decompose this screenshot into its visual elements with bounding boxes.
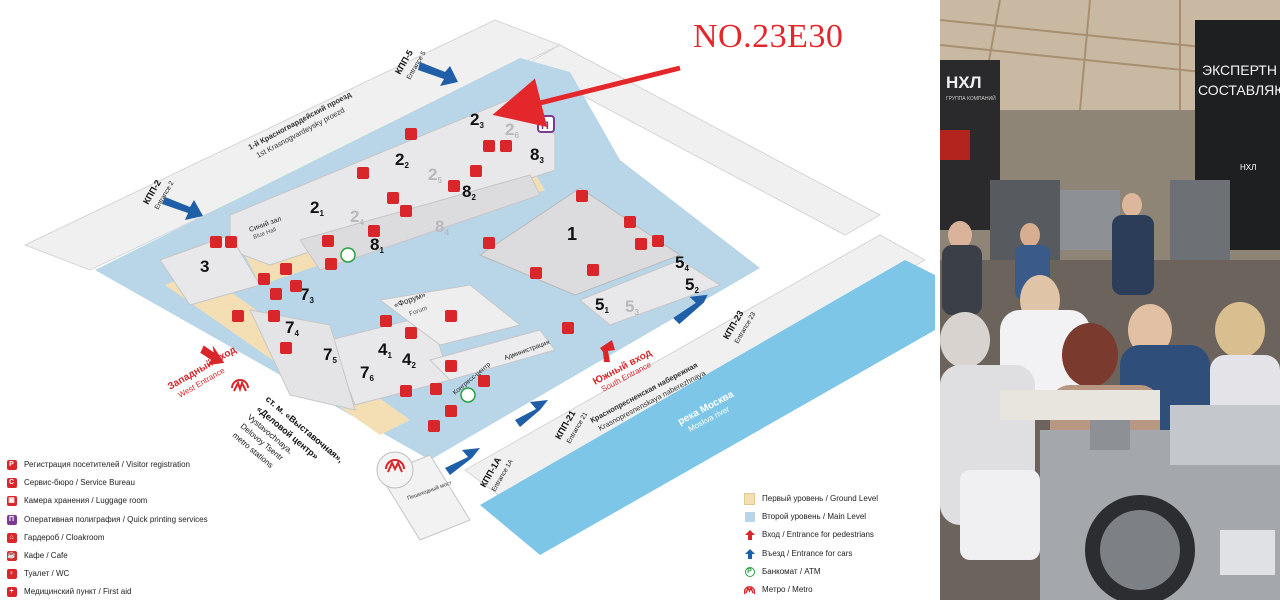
svg-text:ГРУППА КОМПАНИЙ: ГРУППА КОМПАНИЙ xyxy=(946,94,996,102)
legend-item-pedestrian-entrance: Вход / Entrance for pedestrians xyxy=(744,526,878,544)
moskva-river xyxy=(480,260,935,555)
legend-item-service-bureau: C Сервис-бюро / Service Bureau xyxy=(6,474,208,492)
south-road xyxy=(464,234,927,501)
legend-item-cloakroom: ⌂ Гардероб / Cloakroom xyxy=(6,529,208,547)
red-arrow-icon xyxy=(744,530,755,541)
hall-label-3: 3 xyxy=(200,257,209,276)
legend-item-ground-level: Первый уровень / Ground Level xyxy=(744,490,878,508)
main-level-swatch xyxy=(744,512,755,523)
atm-icon: P xyxy=(744,566,755,577)
luggage-icon: ▣ xyxy=(6,496,17,507)
south-entrance-arrow xyxy=(600,340,615,362)
cafe-icon: ☕ xyxy=(6,551,17,562)
west-entrance-arrow xyxy=(200,345,225,366)
expo-venue-map: 23 26 83 22 25 82 21 24 84 81 1 3 54 52 … xyxy=(6,18,935,602)
metro-station-label: ст. м. «Выставочная», «Деловой центр» Vy… xyxy=(231,394,346,470)
callout-arrow xyxy=(492,65,681,127)
ground-level-swatch xyxy=(744,493,755,506)
legend-item-main-level: Второй уровень / Main Level xyxy=(744,508,878,526)
svg-text:П: П xyxy=(541,120,549,132)
legend-item-first-aid: + Медицинский пункт / First aid xyxy=(6,583,208,601)
registration-icon: P xyxy=(6,460,17,471)
legend-item-visitor-registration: P Регистрация посетителей / Visitor regi… xyxy=(6,456,208,474)
legend-item-luggage-room: ▣ Камера хранения / Luggage room xyxy=(6,496,148,507)
legend-services: P Регистрация посетителей / Visitor regi… xyxy=(6,456,208,602)
car-entrance-arrows xyxy=(162,62,708,475)
photo-sign-nhl: НХЛ xyxy=(946,73,982,92)
hall-5-building xyxy=(579,259,722,326)
legend-item-atm: P Банкомат / ATM xyxy=(744,563,878,581)
exhibition-photo-illustration: НХЛ ГРУППА КОМПАНИЙ ЭКСПЕРТН СОСТАВЛЯЮ Н… xyxy=(940,0,1280,600)
first-aid-icon: + xyxy=(6,587,17,598)
hanger-icon: ⌂ xyxy=(6,532,17,543)
legend-item-wc: ♀ Туалет / WC xyxy=(6,565,208,583)
east-road xyxy=(523,44,882,236)
main-level-area xyxy=(95,58,760,460)
atm-icon-2 xyxy=(460,387,476,403)
svg-text:НХЛ: НХЛ xyxy=(1240,163,1256,172)
blue-arrow-icon xyxy=(744,548,755,559)
service-icons xyxy=(210,128,664,432)
hall-8-complex xyxy=(299,174,541,271)
metro-logo xyxy=(231,379,249,393)
legend-item-quick-printing: П Оперативная полиграфия / Quick printin… xyxy=(6,511,208,529)
booth-number-label: NO.23E30 xyxy=(693,18,844,55)
photo-sign-compose: СОСТАВЛЯЮ xyxy=(1198,82,1280,98)
photo-sign-expert: ЭКСПЕРТН xyxy=(1202,62,1277,78)
legend-levels-entrances: Первый уровень / Ground Level Второй уро… xyxy=(744,490,878,599)
service-bureau-icon: C xyxy=(6,478,17,489)
wc-icon: ♀ xyxy=(6,569,17,580)
legend-item-metro: Метро / Metro xyxy=(744,581,878,599)
venue-map-canvas: 23 26 83 22 25 82 21 24 84 81 1 3 54 52 … xyxy=(23,19,935,555)
congress-center-building xyxy=(429,329,556,381)
legend-item-cafe: ☕ Кафе / Cafe xyxy=(6,551,68,562)
atm-icon xyxy=(340,247,356,263)
exhibition-photo: НХЛ ГРУППА КОМПАНИЙ ЭКСПЕРТН СОСТАВЛЯЮ Н… xyxy=(940,0,1280,600)
metro-logo-2 xyxy=(385,459,405,473)
metro-icon xyxy=(744,585,755,596)
hall-label-1: 1 xyxy=(567,224,577,244)
legend-item-car-entrance: Въезд / Entrance for cars xyxy=(744,545,878,563)
hall-1-building xyxy=(478,187,682,296)
printing-icon: П xyxy=(6,514,17,525)
hall-7-building xyxy=(249,309,356,411)
